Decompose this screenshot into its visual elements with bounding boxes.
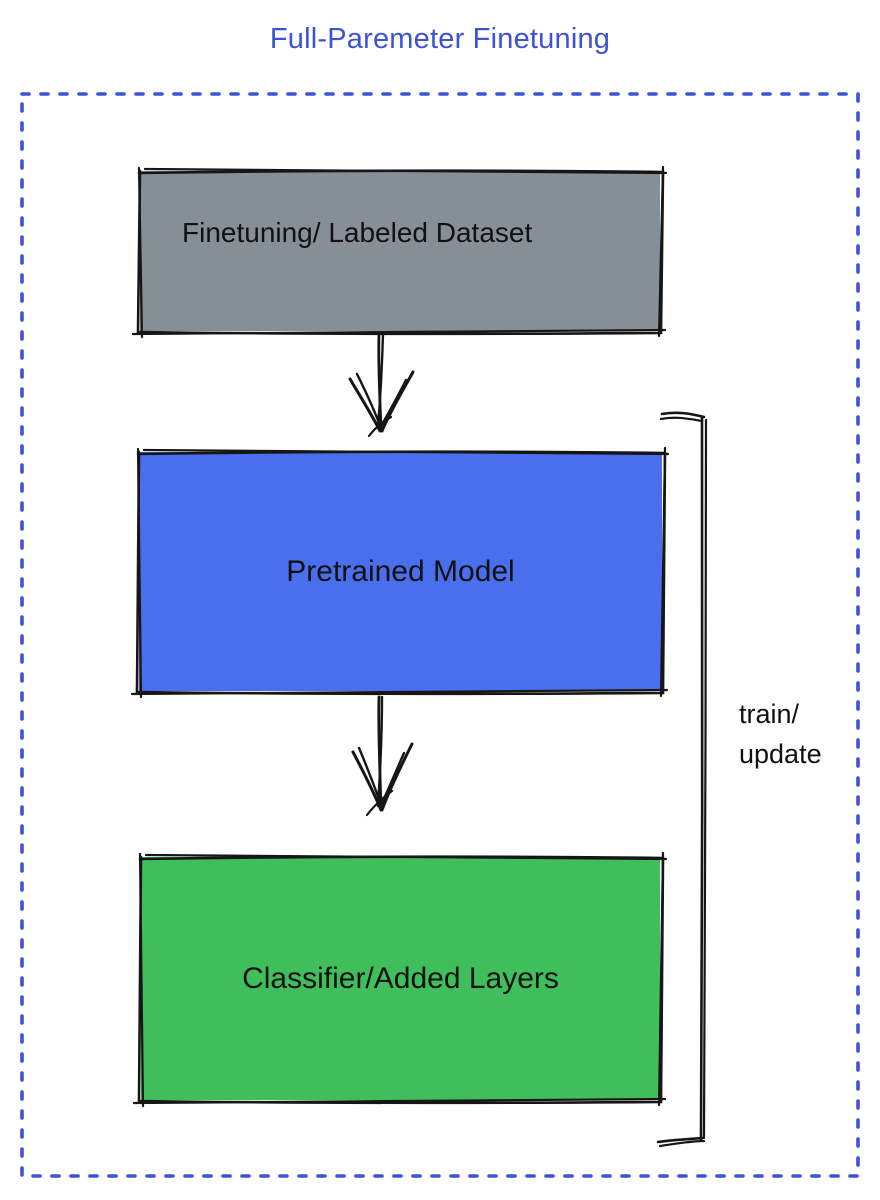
diagram-title: Full-Paremeter Finetuning: [269, 23, 611, 55]
arrow-dataset-to-pretrained: [348, 332, 415, 438]
pretrained-model-box: Pretrained Model: [139, 452, 662, 691]
dataset-box-label: Finetuning/ Labeled Dataset: [182, 217, 533, 248]
classifier-box: Classifier/Added Layers: [141, 857, 660, 1100]
classifier-box-label: Classifier/Added Layers: [242, 961, 559, 995]
dataset-box: Finetuning/ Labeled Dataset: [140, 171, 660, 331]
arrow-pretrained-to-classifier: [351, 695, 414, 817]
pretrained-model-box-label: Pretrained Model: [286, 554, 515, 588]
train-update-label: train/ update: [739, 699, 822, 769]
train-update-bracket: [656, 411, 708, 1148]
